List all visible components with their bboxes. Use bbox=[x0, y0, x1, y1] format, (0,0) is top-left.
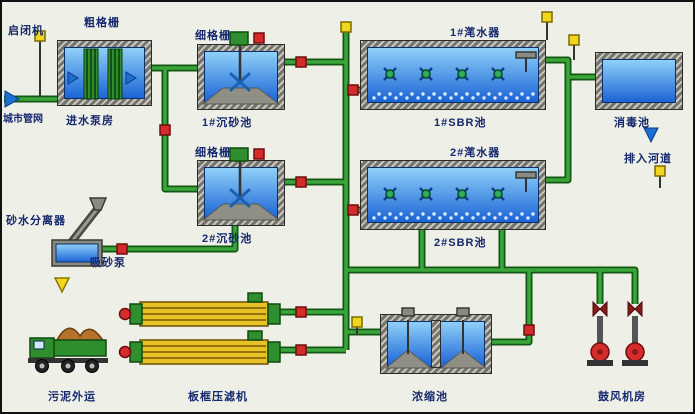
aerator-icon[interactable] bbox=[455, 67, 469, 81]
label-decanter-1: 1#滗水器 bbox=[450, 27, 501, 39]
aerator-icon[interactable] bbox=[455, 187, 469, 201]
pump-icon[interactable] bbox=[295, 56, 307, 68]
blower-icon[interactable] bbox=[622, 300, 648, 366]
label-sand-water-separator: 砂水分离器 bbox=[6, 215, 66, 227]
pump-icon[interactable] bbox=[295, 344, 307, 356]
label-sbr-2: 2#SBR池 bbox=[434, 237, 487, 249]
aerator-icon[interactable] bbox=[419, 187, 433, 201]
label-filter-press: 板框压滤机 bbox=[188, 391, 248, 403]
disinfection-tank bbox=[595, 52, 683, 110]
sand-water-separator bbox=[51, 197, 108, 267]
influent-pump-house-tank bbox=[57, 40, 152, 106]
pump-icon[interactable] bbox=[523, 324, 535, 336]
aeration-bubbles bbox=[372, 92, 535, 100]
thickener-tank bbox=[380, 314, 492, 374]
label-decanter-2: 2#滗水器 bbox=[450, 147, 501, 159]
coarse-screen-icon bbox=[107, 48, 123, 100]
pipe-network bbox=[4, 32, 635, 350]
label-fine-screen-1: 细格栅 bbox=[195, 30, 231, 42]
water bbox=[64, 47, 145, 99]
pump-icon[interactable] bbox=[159, 124, 171, 136]
coarse-screen-icon bbox=[83, 48, 99, 100]
filter-press-1[interactable] bbox=[118, 292, 281, 327]
aerator-icon[interactable] bbox=[491, 187, 505, 201]
label-blower-room: 鼓风机房 bbox=[598, 391, 646, 403]
decanter-icon[interactable] bbox=[515, 51, 537, 72]
discharge-arrow-icon bbox=[643, 127, 659, 144]
sbr-tank-2 bbox=[360, 160, 546, 230]
valve-icon[interactable] bbox=[568, 34, 580, 46]
decanter-icon[interactable] bbox=[515, 171, 537, 192]
valve-icon[interactable] bbox=[654, 165, 666, 177]
aerator-icon[interactable] bbox=[383, 67, 397, 81]
sand-suction-pump-icon[interactable] bbox=[116, 243, 128, 255]
label-discharge-to-river: 排入河道 bbox=[624, 153, 672, 165]
grit-sediment bbox=[201, 87, 281, 105]
flow-arrow-icon bbox=[67, 71, 79, 85]
label-sbr-1: 1#SBR池 bbox=[434, 117, 487, 129]
aerator-icon[interactable] bbox=[383, 187, 397, 201]
grit-sediment bbox=[201, 203, 281, 221]
grit-mixer-icon[interactable] bbox=[229, 31, 265, 92]
label-city-pipe-network: 城市管网 bbox=[3, 114, 43, 125]
label-influent-pump-house: 进水泵房 bbox=[66, 115, 114, 127]
label-disinfection-tank: 消毒池 bbox=[614, 117, 650, 129]
gate-hoist-icon[interactable] bbox=[34, 30, 46, 42]
filter-press-2[interactable] bbox=[118, 330, 281, 365]
label-thickener: 浓缩池 bbox=[412, 391, 448, 403]
aerator-icon[interactable] bbox=[491, 67, 505, 81]
valve-icon[interactable] bbox=[351, 316, 363, 328]
truck-window bbox=[33, 340, 45, 350]
flow-arrow-icon bbox=[125, 71, 137, 85]
pump-icon[interactable] bbox=[295, 176, 307, 188]
label-grit-chamber-1: 1#沉砂池 bbox=[202, 117, 253, 129]
pump-icon[interactable] bbox=[347, 204, 359, 216]
pump-icon[interactable] bbox=[295, 306, 307, 318]
sludge-truck bbox=[28, 327, 108, 373]
aerator-icon[interactable] bbox=[419, 67, 433, 81]
inlet-arrow-icon bbox=[4, 90, 21, 108]
label-grit-chamber-2: 2#沉砂池 bbox=[202, 233, 253, 245]
grit-mixer-icon[interactable] bbox=[229, 147, 265, 208]
aeration-bubbles bbox=[372, 212, 535, 220]
pump-icon[interactable] bbox=[347, 84, 359, 96]
sand-discharge-arrow-icon bbox=[53, 277, 71, 294]
thickener-internals bbox=[384, 307, 488, 369]
label-sludge-transport: 污泥外运 bbox=[48, 391, 96, 403]
label-gate-hoist: 启闭机 bbox=[8, 25, 44, 37]
thickener-divider-wall bbox=[431, 320, 441, 368]
valve-icon[interactable] bbox=[340, 21, 352, 33]
water bbox=[602, 59, 676, 103]
truck-wheels bbox=[35, 359, 99, 373]
valve-icon[interactable] bbox=[541, 11, 553, 23]
label-fine-screen-2: 细格栅 bbox=[195, 147, 231, 159]
blower-icon[interactable] bbox=[587, 300, 613, 366]
label-sand-suction-pump: 吸砂泵 bbox=[90, 257, 126, 269]
label-coarse-screen: 粗格栅 bbox=[84, 17, 120, 29]
